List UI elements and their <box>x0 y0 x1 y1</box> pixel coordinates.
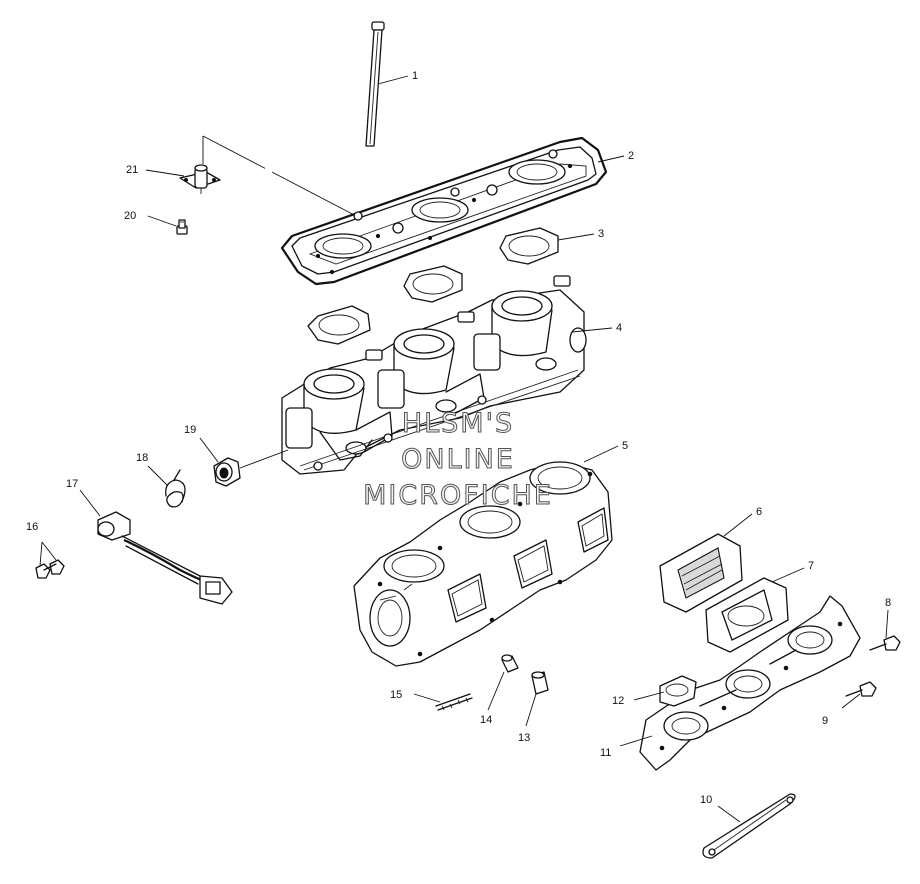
callout-7: 7 <box>808 560 814 572</box>
part-20-bolt <box>176 219 188 235</box>
part-13-bushing <box>531 671 549 695</box>
callout-5: 5 <box>622 440 628 452</box>
part-9-bolt <box>845 681 877 697</box>
callout-14: 14 <box>480 714 492 726</box>
part-17-sensor <box>97 511 233 605</box>
part-10-strap <box>702 793 796 859</box>
part-11-manifold <box>639 595 861 771</box>
callout-labels: 1 2 3 4 5 6 7 8 9 10 11 12 13 14 15 16 1… <box>26 70 891 806</box>
part-7-spacer <box>705 577 789 653</box>
part-1-stud <box>365 21 385 147</box>
watermark-line-3: MICROFICHE <box>363 480 553 511</box>
watermark: HLSM'S ONLINE MICROFICHE <box>363 408 553 512</box>
callout-3: 3 <box>598 228 604 240</box>
callout-8: 8 <box>885 597 891 609</box>
callout-11: 11 <box>600 747 611 759</box>
part-5-crankcase <box>353 461 613 667</box>
part-12-gasket <box>659 675 697 707</box>
part-21-fitting <box>179 164 221 194</box>
callout-6: 6 <box>756 506 762 518</box>
part-4-carburetors <box>281 275 587 475</box>
callout-20: 20 <box>124 210 136 222</box>
part-14-pin <box>501 654 519 673</box>
callout-17: 17 <box>66 478 78 490</box>
callout-12: 12 <box>612 695 624 707</box>
callout-1: 1 <box>412 70 418 82</box>
leader-lines <box>39 75 889 823</box>
part-8-bolt <box>869 635 901 651</box>
part-2-head-cover <box>280 136 608 286</box>
part-15-dowel <box>435 693 473 711</box>
callout-4: 4 <box>616 322 622 334</box>
watermark-line-2: ONLINE <box>401 444 515 475</box>
callout-21: 21 <box>126 164 138 176</box>
callout-9: 9 <box>822 715 828 727</box>
callout-15: 15 <box>390 689 402 701</box>
callout-19: 19 <box>184 424 196 436</box>
callout-18: 18 <box>136 452 148 464</box>
callout-2: 2 <box>628 150 634 162</box>
part-6-reed-valve <box>659 533 743 613</box>
callout-10: 10 <box>700 794 712 806</box>
callout-16: 16 <box>26 521 38 533</box>
part-3-gaskets <box>307 227 559 345</box>
part-16-bolts <box>35 559 65 579</box>
callout-13: 13 <box>518 732 530 744</box>
part-18-spring <box>165 469 186 508</box>
part-19-fitting <box>213 457 241 487</box>
watermark-line-1: HLSM'S <box>402 408 514 439</box>
